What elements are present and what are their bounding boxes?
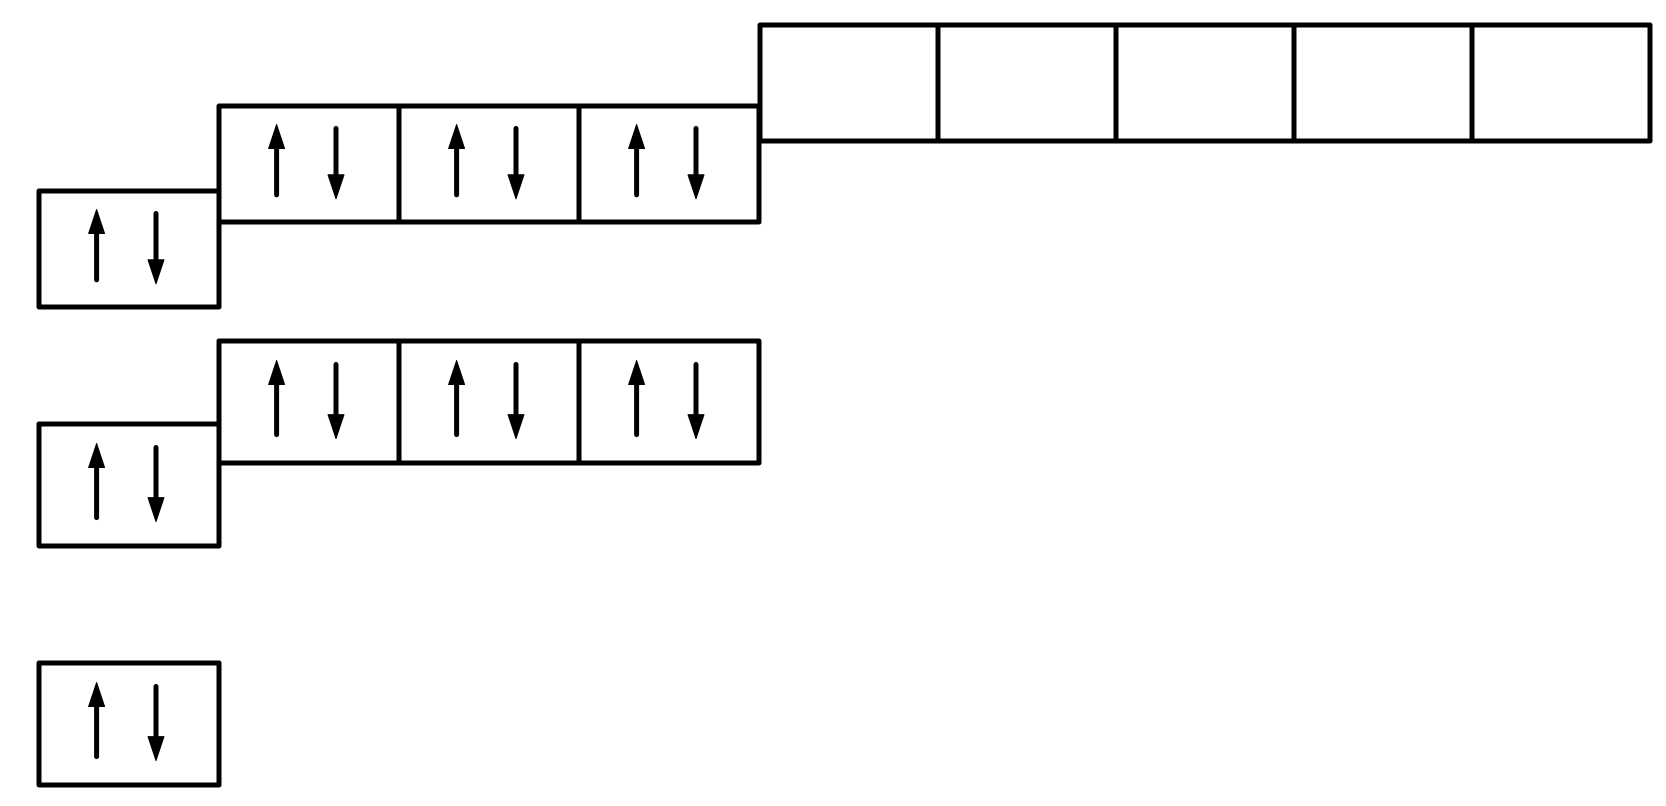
orbital-box-paired — [576, 103, 762, 225]
orbital-box-paired — [36, 660, 222, 788]
p-orbitals-group — [216, 103, 762, 225]
p-orbitals-group — [216, 338, 762, 466]
orbital-box-paired — [216, 338, 402, 466]
spin-down-arrow-icon — [147, 684, 165, 762]
s-orbital-group — [36, 660, 222, 788]
row-middle — [36, 338, 762, 549]
orbital-box-empty — [935, 22, 1119, 144]
orbital-box-empty — [1469, 22, 1653, 144]
orbital-box-paired — [216, 103, 402, 225]
s-orbital-group — [36, 188, 222, 310]
spin-down-arrow-icon — [147, 445, 165, 523]
spin-up-arrow-icon — [628, 124, 646, 198]
s-orbital-group — [36, 421, 222, 549]
spin-down-arrow-icon — [147, 211, 165, 285]
orbital-box-paired — [36, 188, 222, 310]
spin-up-arrow-icon — [628, 360, 646, 438]
spin-down-arrow-icon — [327, 126, 345, 200]
row-top — [36, 22, 1653, 310]
spin-down-arrow-icon — [507, 126, 525, 200]
spin-up-arrow-icon — [448, 124, 466, 198]
spin-down-arrow-icon — [507, 362, 525, 440]
orbital-box-paired — [36, 421, 222, 549]
d-orbitals-group — [757, 22, 1653, 144]
spin-up-arrow-icon — [88, 209, 106, 283]
spin-down-arrow-icon — [687, 362, 705, 440]
spin-up-arrow-icon — [268, 124, 286, 198]
orbital-box-paired — [396, 103, 582, 225]
orbital-box-empty — [757, 22, 941, 144]
orbital-box-paired — [576, 338, 762, 466]
row-bottom — [36, 660, 222, 788]
orbital-box-empty — [1113, 22, 1297, 144]
spin-up-arrow-icon — [448, 360, 466, 438]
spin-down-arrow-icon — [327, 362, 345, 440]
spin-up-arrow-icon — [88, 682, 106, 760]
orbital-box-paired — [396, 338, 582, 466]
spin-up-arrow-icon — [268, 360, 286, 438]
spin-up-arrow-icon — [88, 443, 106, 521]
spin-down-arrow-icon — [687, 126, 705, 200]
orbital-box-empty — [1291, 22, 1475, 144]
